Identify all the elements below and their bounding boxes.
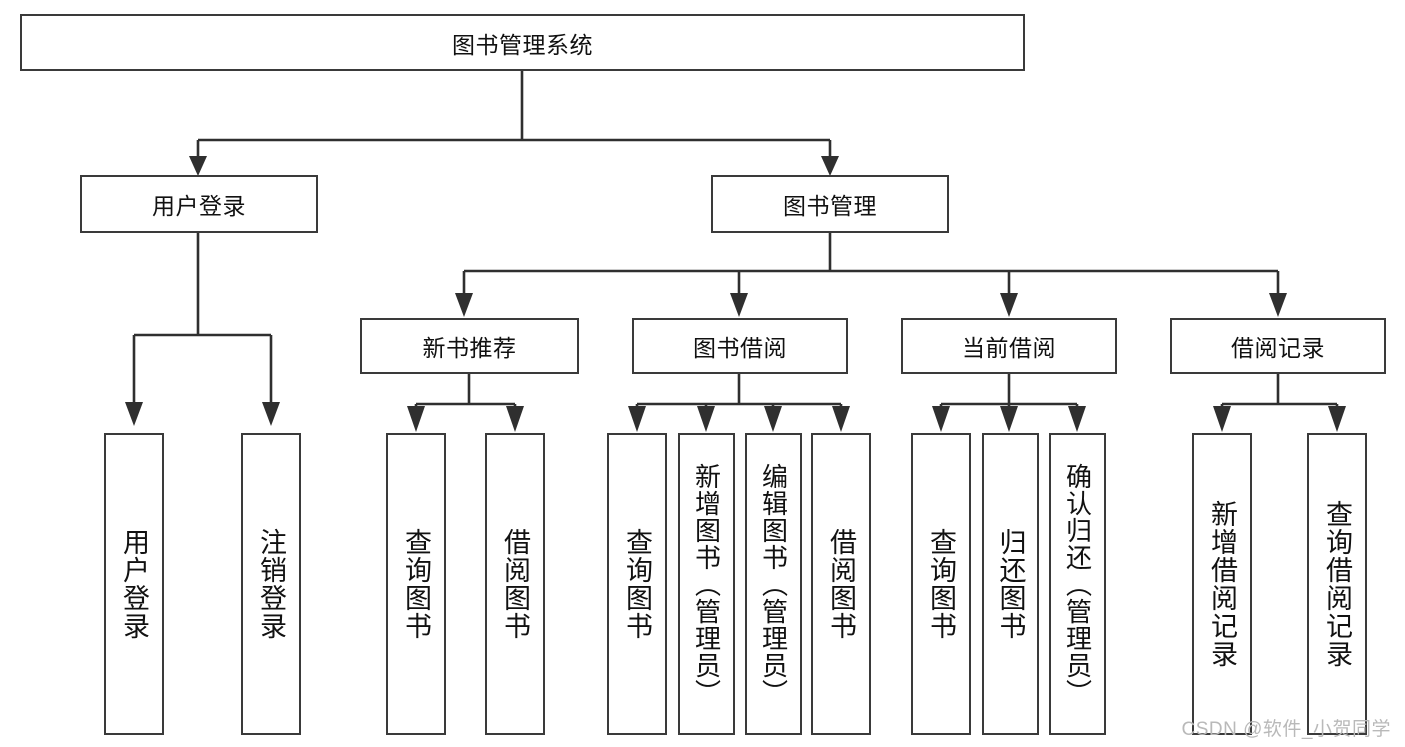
node-current-borrow-label: 当前借阅 (962, 335, 1056, 361)
node-leaf-query-book-recommend-label: 查询图书 (401, 528, 432, 640)
node-leaf-query-book-borrow[interactable]: 查询图书 (607, 433, 667, 735)
node-leaf-query-borrow-record[interactable]: 查询借阅记录 (1307, 433, 1367, 735)
node-leaf-user-login[interactable]: 用户登录 (104, 433, 164, 735)
node-book-management-label: 图书管理 (783, 193, 877, 219)
node-user-login[interactable]: 用户登录 (80, 175, 318, 233)
node-leaf-borrow-book-recommend[interactable]: 借阅图书 (485, 433, 545, 735)
watermark-text: CSDN @软件_小贺同学 (1181, 719, 1391, 740)
node-leaf-add-borrow-record-label: 新增借阅记录 (1207, 500, 1238, 668)
node-leaf-confirm-return-admin[interactable]: 确认归还（管理员） (1049, 433, 1106, 735)
node-leaf-return-book[interactable]: 归还图书 (982, 433, 1039, 735)
node-leaf-add-book-admin-label: 新增图书（管理员） (691, 462, 722, 706)
node-borrow-records-label: 借阅记录 (1231, 335, 1325, 361)
node-leaf-logout-label: 注销登录 (256, 528, 287, 640)
node-leaf-query-borrow-record-label: 查询借阅记录 (1322, 500, 1353, 668)
node-root[interactable]: 图书管理系统 (20, 14, 1025, 71)
node-current-borrow[interactable]: 当前借阅 (901, 318, 1117, 374)
node-user-login-label: 用户登录 (152, 193, 246, 219)
node-leaf-logout[interactable]: 注销登录 (241, 433, 301, 735)
node-leaf-query-book-current[interactable]: 查询图书 (911, 433, 971, 735)
node-book-borrow[interactable]: 图书借阅 (632, 318, 848, 374)
node-root-label: 图书管理系统 (452, 31, 593, 58)
node-book-borrow-label: 图书借阅 (693, 335, 787, 361)
node-leaf-add-borrow-record[interactable]: 新增借阅记录 (1192, 433, 1252, 735)
node-leaf-query-book-recommend[interactable]: 查询图书 (386, 433, 446, 735)
node-leaf-edit-book-admin[interactable]: 编辑图书（管理员） (745, 433, 802, 735)
node-leaf-user-login-label: 用户登录 (119, 528, 150, 640)
node-leaf-confirm-return-admin-label: 确认归还（管理员） (1062, 462, 1093, 706)
node-leaf-query-book-current-label: 查询图书 (926, 528, 957, 640)
node-leaf-borrow-book[interactable]: 借阅图书 (811, 433, 871, 735)
node-new-book-recommend-label: 新书推荐 (422, 335, 517, 361)
node-leaf-borrow-book-recommend-label: 借阅图书 (500, 528, 531, 640)
node-leaf-query-book-borrow-label: 查询图书 (622, 528, 653, 640)
node-borrow-records[interactable]: 借阅记录 (1170, 318, 1386, 374)
node-new-book-recommend[interactable]: 新书推荐 (360, 318, 579, 374)
node-leaf-return-book-label: 归还图书 (995, 528, 1026, 640)
node-leaf-borrow-book-label: 借阅图书 (826, 528, 857, 640)
node-leaf-edit-book-admin-label: 编辑图书（管理员） (758, 462, 789, 706)
node-book-management[interactable]: 图书管理 (711, 175, 949, 233)
node-leaf-add-book-admin[interactable]: 新增图书（管理员） (678, 433, 735, 735)
